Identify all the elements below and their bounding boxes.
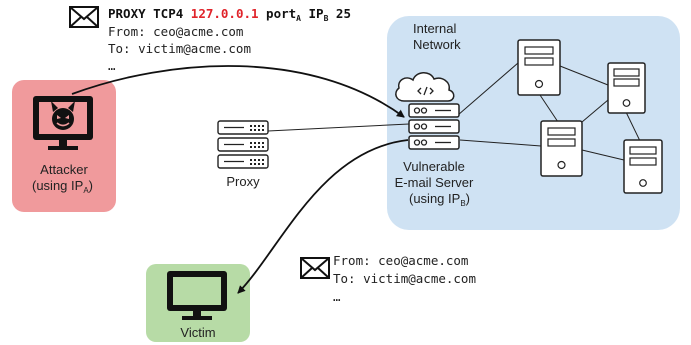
server-label-1: Vulnerable <box>403 159 465 174</box>
attacker-label: Attacker <box>40 162 88 177</box>
network-links <box>457 62 641 161</box>
victim-message-ellipsis: … <box>333 289 341 304</box>
victim-message-from: From: ceo@acme.com <box>333 253 468 268</box>
envelope-icon <box>300 257 330 279</box>
cloud-code-icon <box>395 72 455 102</box>
server-ip-label: (using IPB) <box>409 191 470 208</box>
attacker-to-server-arrow <box>71 65 405 118</box>
devil-icon <box>51 101 75 130</box>
proxy-link <box>267 123 410 132</box>
proxy-server-icon <box>217 120 269 169</box>
network-server-icon <box>540 120 583 177</box>
network-server-icon <box>607 62 646 114</box>
proxy-label: Proxy <box>226 174 260 189</box>
internal-network-label-2: Network <box>413 37 461 52</box>
victim-message-to: To: victim@acme.com <box>333 271 476 286</box>
server-label-2: E-mail Server <box>395 175 474 190</box>
attacker-message-to: To: victim@acme.com <box>108 41 251 56</box>
attacker-ip-label: (using IPA) <box>32 178 93 195</box>
internal-network-label-1: Internal <box>413 21 456 36</box>
victim-monitor-icon <box>167 271 227 320</box>
attacker-message-ellipsis: … <box>108 58 116 73</box>
proxy-header-line: PROXY TCP4 127.0.0.1 portA IPB 25 <box>108 6 351 23</box>
victim-label: Victim <box>180 325 215 340</box>
network-server-icon <box>623 139 663 194</box>
attacker-monitor-icon <box>33 96 93 150</box>
attacker-message-from: From: ceo@acme.com <box>108 24 243 39</box>
envelope-icon <box>69 6 99 28</box>
email-server-icon <box>408 103 460 150</box>
internal-network-region <box>387 16 680 230</box>
network-server-icon <box>517 39 561 96</box>
server-to-victim-arrow <box>237 139 409 294</box>
